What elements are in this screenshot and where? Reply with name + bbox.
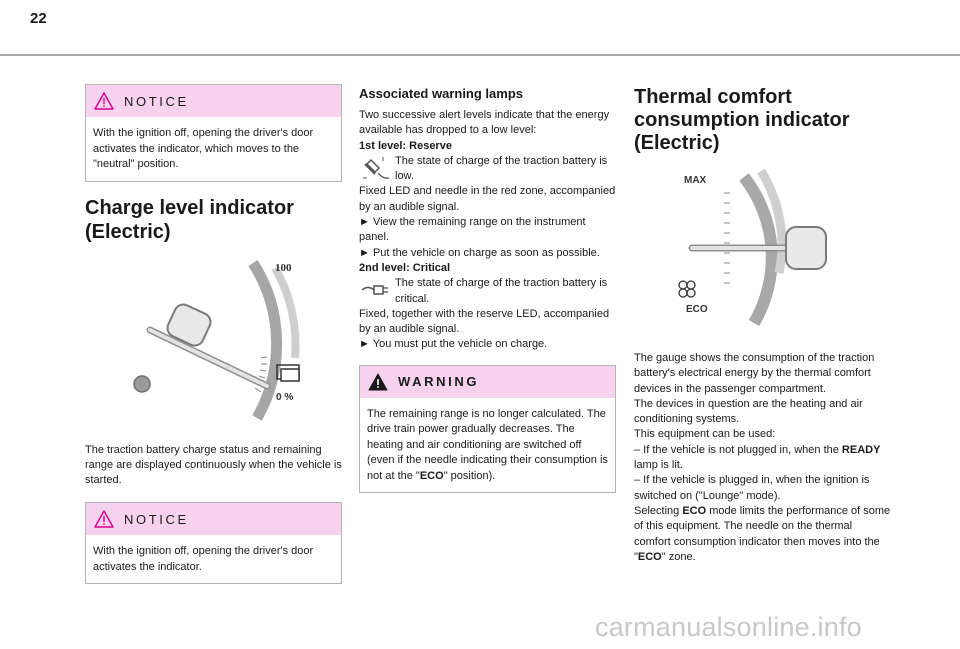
charge-level-heading: Charge level indicator (Electric)	[85, 196, 342, 244]
gauge-bottom-label: 0 %	[276, 392, 293, 403]
thermal-text-bold: READY	[841, 443, 881, 456]
warning-text: The remaining range is no longer calcula…	[367, 407, 608, 482]
thermal-para-1: The gauge shows the consumption of the t…	[634, 352, 875, 395]
thermal-text-bold: ECO	[637, 550, 662, 563]
level1-label: 1st level: Reserve	[359, 139, 452, 152]
warning-header: WARNING	[360, 365, 615, 398]
notice-header: NOTICE	[86, 503, 341, 536]
level2-lamp-row: The state of charge of the traction batt…	[359, 276, 616, 307]
warning-triangle-icon	[368, 373, 388, 391]
level1-lamp-text: The state of charge of the traction batt…	[395, 154, 608, 183]
thermal-text: – If the vehicle is not plugged in, when…	[634, 443, 842, 456]
fan-icon	[678, 280, 696, 298]
notice-box-2: NOTICE With the ignition off, opening th…	[85, 502, 342, 585]
charge-level-gauge-illustration: 100 0 %	[133, 259, 300, 421]
level2-description: Fixed, together with the reserve LED, ac…	[359, 307, 610, 336]
warning-text: " position).	[443, 469, 496, 482]
thermal-list-item-1: – If the vehicle is not plugged in, when…	[634, 443, 891, 474]
heading-line: Charge level indicator	[85, 196, 294, 219]
thermal-text: Selecting	[634, 504, 683, 517]
critical-plug-icon	[361, 285, 388, 296]
warning-text-bold: ECO	[419, 469, 444, 482]
heading-line: (Electric)	[634, 132, 720, 154]
level2-step: ► You must put the vehicle on charge.	[359, 338, 548, 351]
heading-line: consumption indicator	[634, 109, 850, 131]
notice-triangle-icon	[94, 92, 114, 110]
level1-lamp-row: The state of charge of the traction batt…	[359, 154, 616, 185]
notice-header: NOTICE	[86, 85, 341, 117]
middle-column: Associated warning lamps Two successive …	[359, 84, 616, 494]
right-column: Thermal comfort consumption indicator (E…	[634, 86, 891, 565]
thermal-text: mode limits the performance of some of t…	[634, 504, 891, 563]
notice-title: NOTICE	[124, 511, 189, 527]
notice-triangle-icon	[94, 510, 114, 529]
warning-lamps-intro: Two successive alert levels indicate tha…	[359, 109, 610, 137]
page-number: 22	[30, 10, 47, 27]
heading-line: (Electric)	[85, 220, 171, 243]
warning-box: WARNING The remaining range is no longer…	[359, 364, 616, 494]
thermal-text: " zone.	[661, 550, 696, 563]
thermal-text-bold: ECO	[682, 504, 707, 517]
left-column: NOTICE With the ignition off, opening th…	[85, 84, 342, 585]
notice-box-1: NOTICE With the ignition off, opening th…	[85, 84, 342, 182]
watermark: carmanualsonline.info	[595, 612, 862, 642]
thermal-text: lamp is lit.	[634, 459, 683, 472]
level1-description: Fixed LED and needle in the red zone, ac…	[359, 185, 616, 213]
gauge-top-label: MAX	[684, 175, 707, 186]
gauge-bottom-label: ECO	[686, 304, 708, 315]
notice-body: With the ignition off, opening the drive…	[93, 127, 314, 170]
warning-body: The remaining range is no longer calcula…	[360, 398, 615, 493]
reserve-plug-icon	[363, 156, 390, 179]
level1-step: ► View the remaining range on the instru…	[359, 216, 586, 244]
warning-lamps-heading: Associated warning lamps	[359, 86, 523, 101]
heading-line: Thermal comfort	[634, 86, 792, 108]
thermal-para-2: The devices in question are the heating …	[634, 397, 863, 426]
thermal-comfort-heading: Thermal comfort consumption indicator (E…	[634, 86, 891, 155]
thermal-list-item-2: – If the vehicle is plugged in, when the…	[634, 474, 870, 502]
level2-label: 2nd level: Critical	[359, 261, 451, 274]
notice-body: With the ignition off, opening the drive…	[93, 545, 314, 573]
thermal-comfort-gauge-illustration: MAX ECO	[678, 168, 827, 327]
level1-step: ► Put the vehicle on charge as soon as p…	[359, 246, 600, 259]
header-rule	[0, 54, 960, 56]
notice-title: NOTICE	[124, 93, 189, 109]
thermal-para-4: Selecting ECO mode limits the performanc…	[634, 504, 891, 565]
gauge-top-label: 100	[275, 262, 292, 274]
thermal-para-3: This equipment can be used:	[634, 428, 776, 441]
charge-level-intro: The traction battery charge status and r…	[85, 443, 342, 487]
level2-lamp-text: The state of charge of the traction batt…	[395, 277, 608, 305]
warning-title: WARNING	[398, 374, 480, 390]
